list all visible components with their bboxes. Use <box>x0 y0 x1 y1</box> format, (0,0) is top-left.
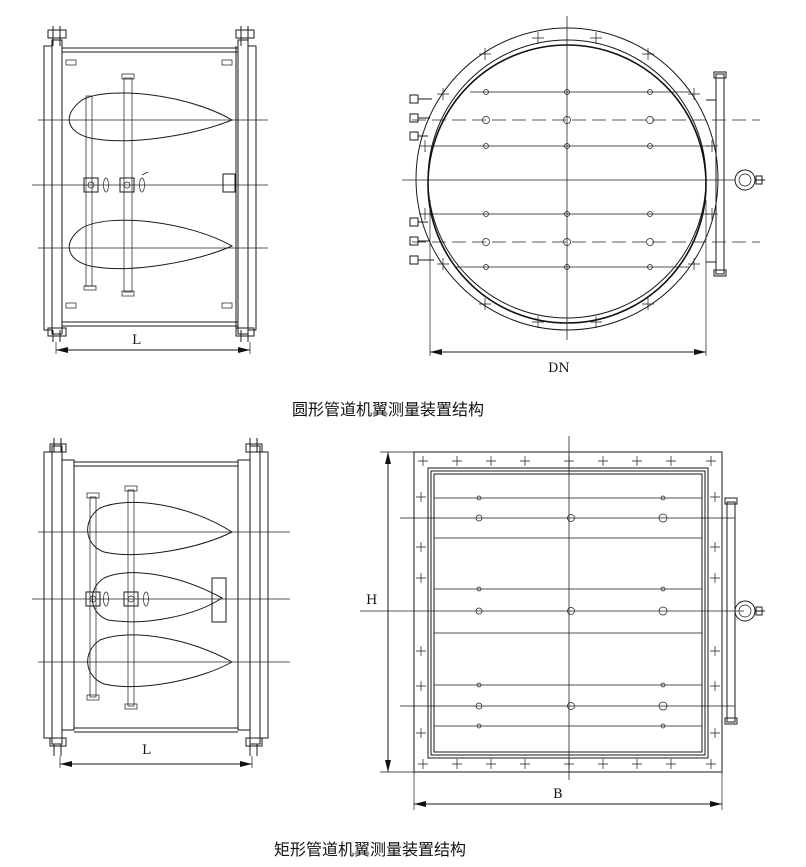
bottom-figure-caption: 矩形管道机翼测量装置结构 <box>274 840 467 859</box>
top-figure-caption: 圆形管道机翼测量装置结构 <box>292 400 485 419</box>
rectangular-side-view: L <box>32 438 290 768</box>
rectangular-front-view: H B <box>360 436 765 810</box>
circular-side-view: L <box>32 26 268 354</box>
bottom-front-height-label: H <box>366 593 377 608</box>
top-front-diameter-label: DN <box>548 361 570 376</box>
bottom-front-width-label: B <box>553 787 563 802</box>
top-side-length-label: L <box>132 333 141 348</box>
bottom-side-length-label: L <box>142 743 151 758</box>
circular-front-view: DN <box>402 16 765 376</box>
